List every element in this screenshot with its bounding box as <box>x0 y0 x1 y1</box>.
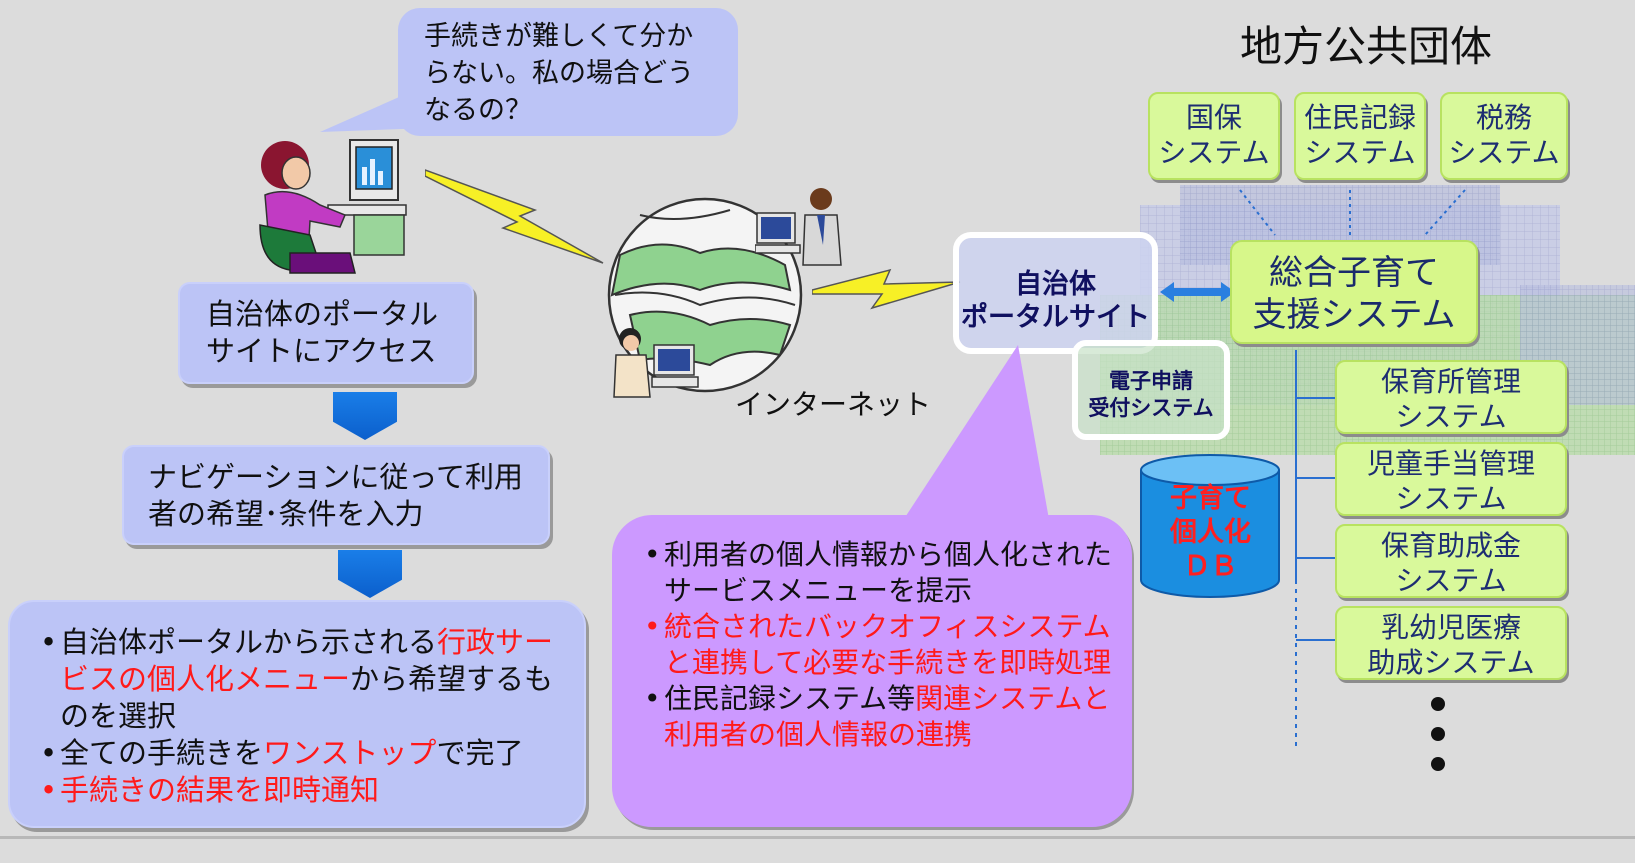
callout-item-3-text: 住民記録システム等 <box>664 682 916 715</box>
subsidy-line-1: 保育助成金 <box>1380 529 1521 562</box>
callout-item-personalized-menu: 利用者の個人情報から個人化されたサービスメニューを提示 <box>644 537 1114 609</box>
system-box-tax: 税務 システム <box>1440 92 1568 180</box>
infant-line-1: 乳幼児医療 <box>1380 611 1521 644</box>
summary-item-2-text-end: で完了 <box>436 736 524 770</box>
db-line-1: 子育て <box>1170 483 1251 514</box>
step-access-line-2: サイトにアクセス <box>206 334 437 368</box>
user-at-computer-icon <box>259 139 407 274</box>
speech-line-1: 手続きが難しくて分か <box>424 21 694 52</box>
man-at-computer-icon <box>755 188 842 266</box>
step-navigation-input: ナビゲーションに従って利用 者の希望･条件を入力 <box>122 445 550 545</box>
summary-item-1-highlight: 行政サービスの個人化メニュー <box>60 625 554 696</box>
summary-item-menu: 自治体ポータルから示される行政サービスの個人化メニューから希望するものを選択 <box>40 624 566 735</box>
summary-item-notify: 手続きの結果を即時通知 <box>40 772 566 809</box>
integrated-line-1: 総合子育て <box>1269 253 1439 293</box>
system-box-childcare-subsidy: 保育助成金 システム <box>1335 524 1567 598</box>
portal-line-1: 自治体 <box>1015 269 1096 300</box>
system-resident-line-2: システム <box>1304 136 1416 169</box>
system-tax-line-1: 税務 <box>1475 101 1532 134</box>
portal-line-2: ポータルサイト <box>961 302 1150 333</box>
db-line-2: 個人化 <box>1170 517 1251 548</box>
local-government-title: 地方公共団体 <box>1240 22 1493 71</box>
bottom-divider <box>0 836 1635 839</box>
system-box-child-allowance: 児童手当管理 システム <box>1335 442 1567 516</box>
system-box-kokuho: 国保 システム <box>1148 92 1280 180</box>
summary-list: 自治体ポータルから示される行政サービスの個人化メニューから希望するものを選択 全… <box>40 624 566 809</box>
globe-icon <box>607 197 803 393</box>
summary-item-3-highlight: 手続きの結果を即時通知 <box>60 773 380 807</box>
integrated-line-2: 支援システム <box>1252 295 1456 335</box>
allowance-line-2: システム <box>1395 482 1507 515</box>
summary-item-1-text: 自治体ポータルから示される <box>60 625 438 659</box>
system-tax-line-2: システム <box>1448 136 1560 169</box>
speech-bubble: 手続きが難しくて分か らない。私の場合どう なるの？ <box>398 8 738 136</box>
summary-item-2-text: 全ての手続きを <box>60 736 264 770</box>
subsidy-line-2: システム <box>1395 564 1507 597</box>
woman-at-computer-icon <box>613 328 699 398</box>
step-nav-line-2: 者の希望･条件を入力 <box>148 497 424 531</box>
callout-item-backoffice: 統合されたバックオフィスシステムと連携して必要な手続きを即時処理 <box>644 609 1114 681</box>
system-connectors <box>1239 189 1466 750</box>
bidirectional-arrow <box>1160 282 1235 302</box>
infant-line-2: 助成システム <box>1367 646 1535 679</box>
lightning-bolt-left-icon <box>425 169 604 264</box>
callout-list: 利用者の個人情報から個人化されたサービスメニューを提示 統合されたバックオフィス… <box>644 537 1114 753</box>
flow-arrow-1 <box>333 392 397 440</box>
lightning-bolt-right-icon <box>812 268 961 310</box>
nursery-line-2: システム <box>1395 400 1507 433</box>
summary-item-2-highlight: ワンストップ <box>263 736 437 770</box>
e-application-line-2: 受付システム <box>1088 396 1214 420</box>
system-kokuho-line-1: 国保 <box>1185 101 1242 134</box>
flow-arrow-2 <box>338 550 402 598</box>
callout-tail <box>900 345 1050 525</box>
step-access-line-1: 自治体のポータル <box>206 297 439 331</box>
speech-line-2: らない。私の場合どう <box>424 58 694 89</box>
callout-item-linkage: 住民記録システム等関連システムと利用者の個人情報の連携 <box>644 681 1114 753</box>
callout-item-3-highlight: 関連システムと利用者の個人情報の連携 <box>664 682 1111 751</box>
e-application-box: 電子申請 受付システム <box>1072 340 1230 440</box>
integrated-childcare-system: 総合子育て 支援システム <box>1230 240 1478 344</box>
step-access-portal: 自治体のポータル サイトにアクセス <box>178 282 474 384</box>
database-icon <box>1140 454 1280 598</box>
summary-item-onestop: 全ての手続きをワンストップで完了 <box>40 735 566 772</box>
internet-label: インターネット <box>735 388 932 421</box>
more-dot-3 <box>1431 757 1445 771</box>
system-kokuho-line-2: システム <box>1158 136 1270 169</box>
center-callout: 利用者の個人情報から個人化されたサービスメニューを提示 統合されたバックオフィス… <box>612 515 1132 827</box>
system-resident-line-1: 住民記録 <box>1303 101 1416 134</box>
more-dot-1 <box>1431 697 1445 711</box>
db-line-3: ＤＢ <box>1183 551 1238 582</box>
e-application-line-1: 電子申請 <box>1109 369 1193 393</box>
allowance-line-1: 児童手当管理 <box>1366 447 1535 480</box>
system-box-nursery-management: 保育所管理 システム <box>1335 360 1567 434</box>
system-box-resident-registry: 住民記録 システム <box>1294 92 1426 180</box>
portal-site-box: 自治体 ポータルサイト <box>953 232 1158 354</box>
step-nav-line-1: ナビゲーションに従って利用 <box>148 460 523 494</box>
summary-panel: 自治体ポータルから示される行政サービスの個人化メニューから希望するものを選択 全… <box>8 600 586 828</box>
database-label: 子育て 個人化 ＤＢ <box>1138 482 1283 584</box>
summary-item-1-text-end: から希望するものを選択 <box>60 662 554 733</box>
nursery-line-1: 保育所管理 <box>1380 365 1521 398</box>
speech-line-3: なるの？ <box>424 95 532 126</box>
system-box-infant-medical: 乳幼児医療 助成システム <box>1335 606 1567 680</box>
more-dot-2 <box>1431 727 1445 741</box>
